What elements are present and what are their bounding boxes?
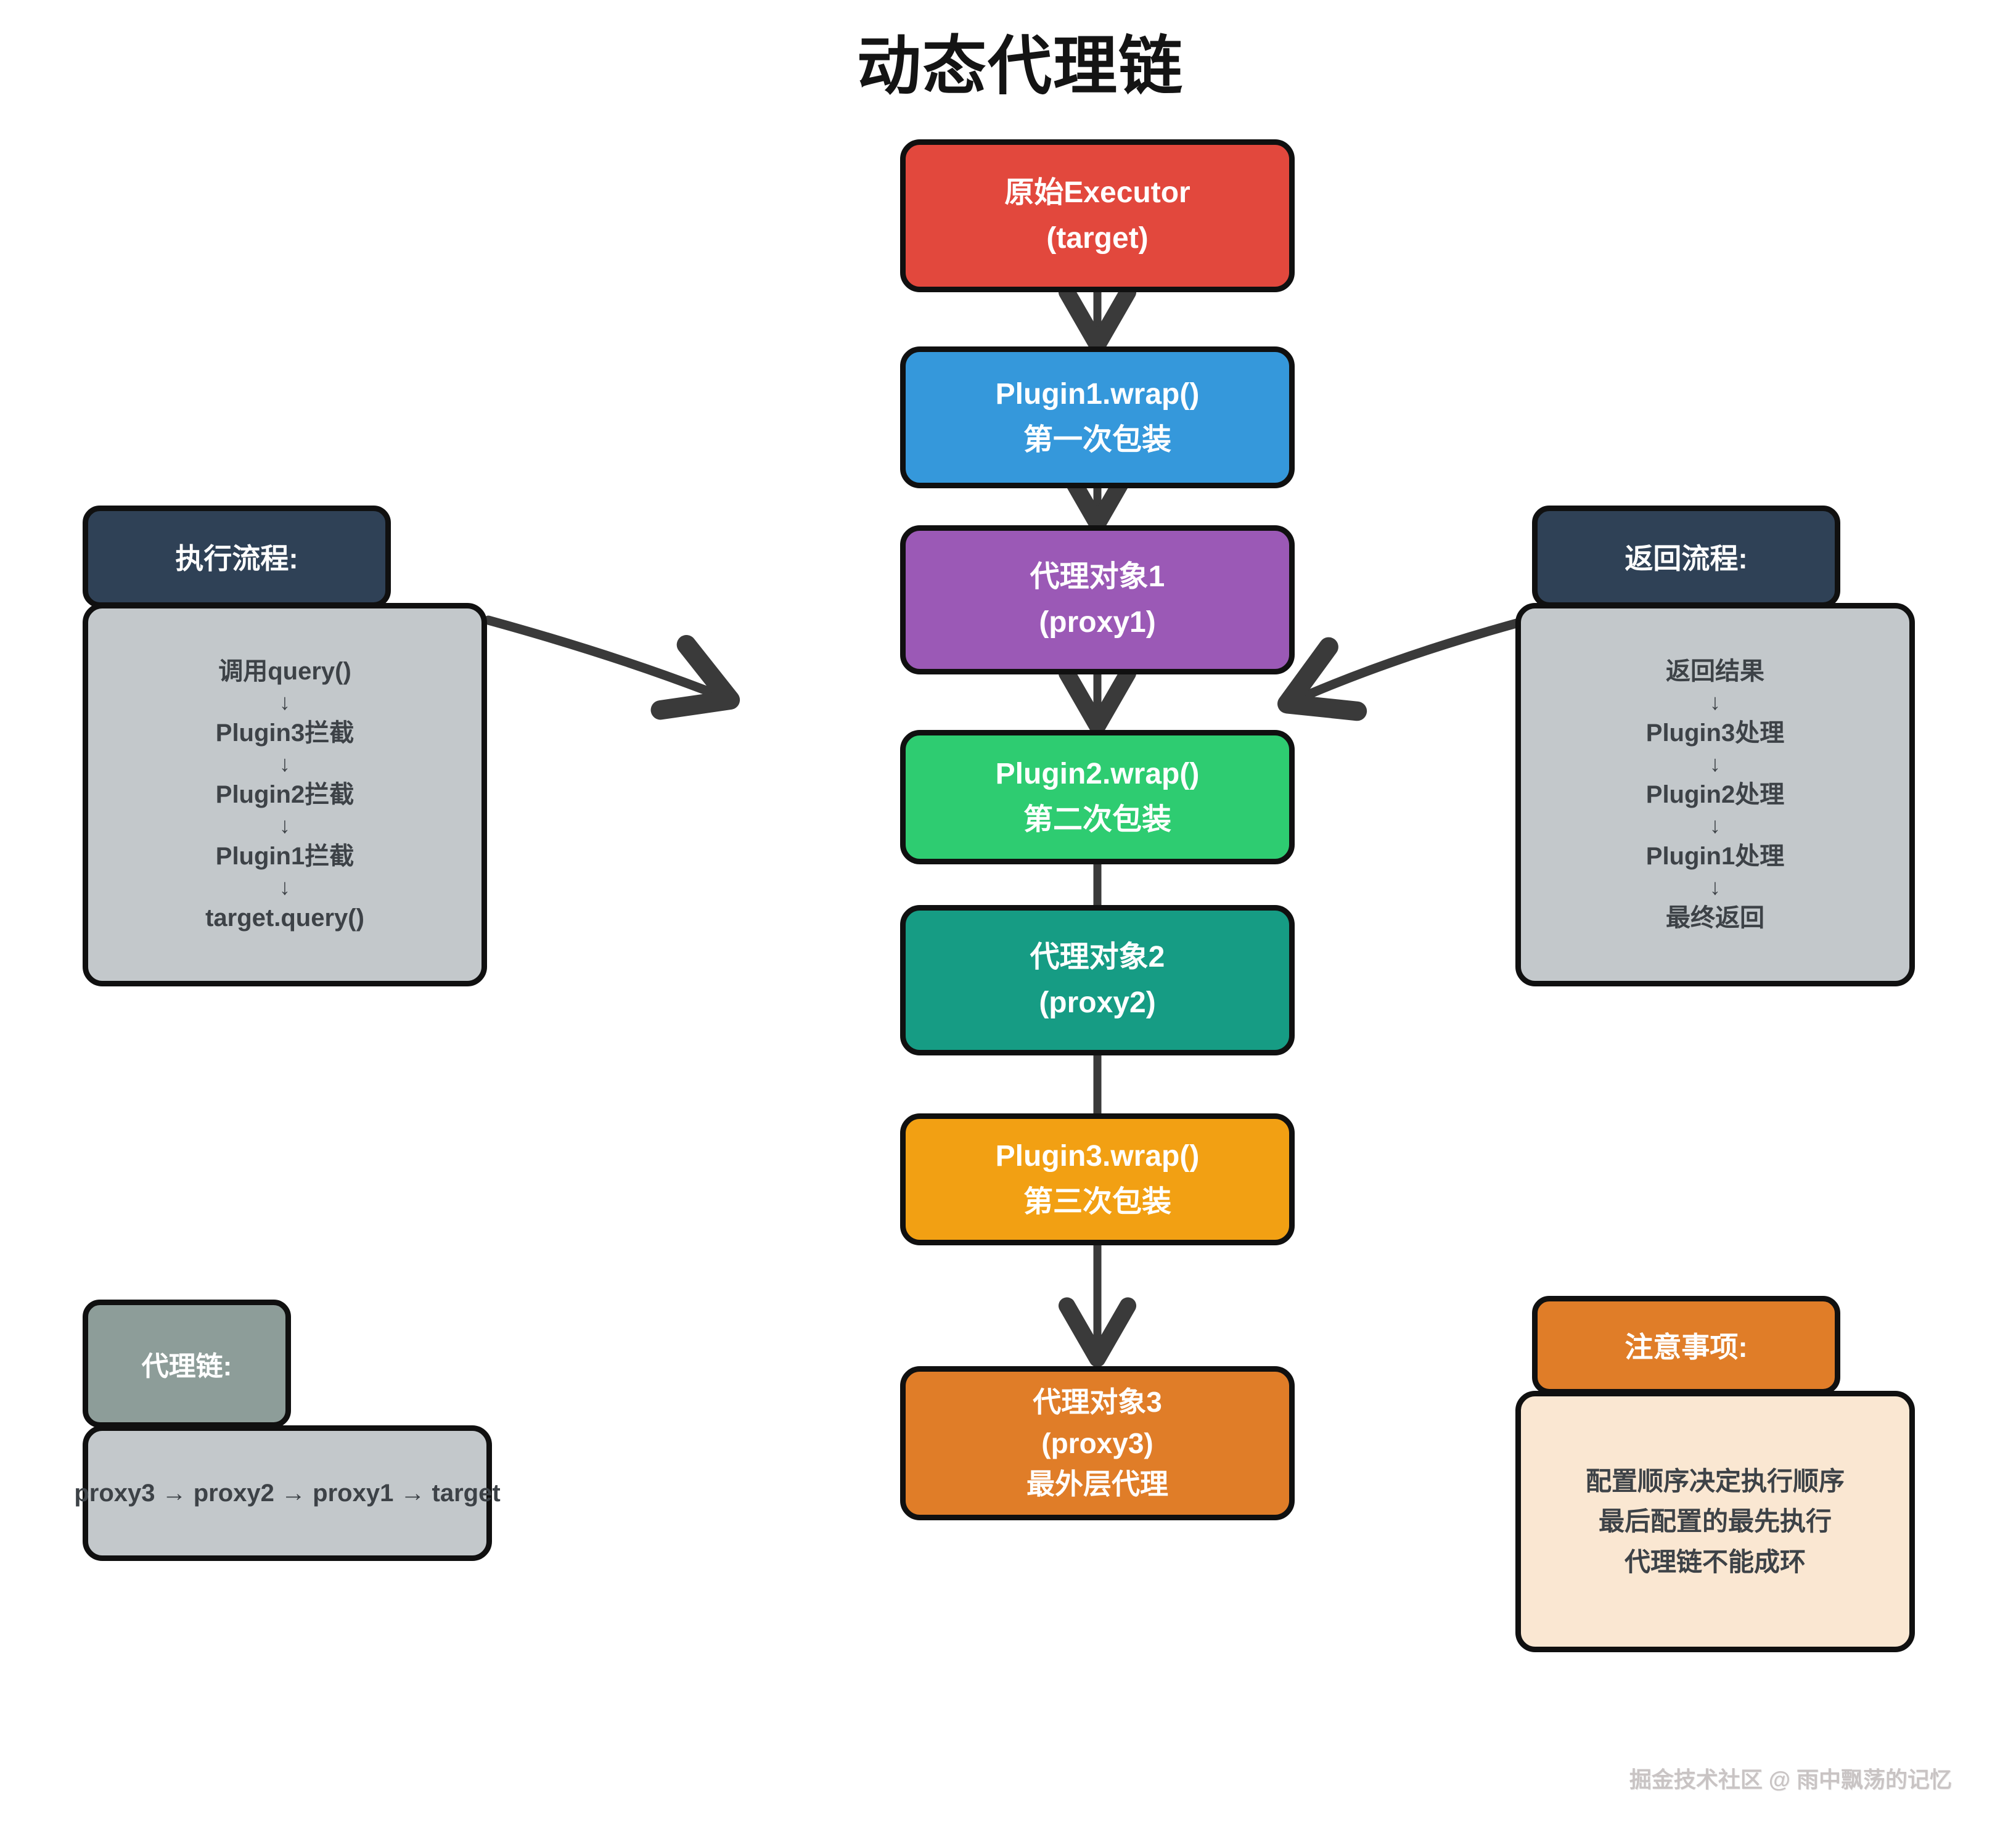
return-step: Plugin2处理 (1645, 781, 1785, 808)
down-arrow-icon: ↓ (279, 874, 290, 899)
return-flow-body: 返回结果 ↓ Plugin3处理 ↓ Plugin2处理 ↓ Plugin1处理… (1515, 603, 1915, 986)
node-line: 代理对象2 (1030, 940, 1165, 973)
down-arrow-icon: ↓ (1710, 751, 1721, 776)
node-line: Plugin1.wrap() (995, 377, 1200, 411)
node-plugin3-wrap: Plugin3.wrap() 第三次包装 (900, 1113, 1295, 1245)
return-flow-header: 返回流程: (1532, 506, 1840, 608)
node-line: 第三次包装 (1023, 1186, 1171, 1218)
proxy-chain-header: 代理链: (83, 1300, 291, 1428)
node-line: Plugin2.wrap() (995, 757, 1200, 790)
return-step: Plugin3处理 (1645, 719, 1785, 747)
proxy-chain-body: proxy3 → proxy2 → proxy1 → target (74, 1425, 501, 1561)
exec-step: Plugin3拦截 (215, 719, 354, 747)
return-step: Plugin1处理 (1645, 843, 1785, 870)
exec-flow-header-label: 执行流程: (175, 543, 298, 575)
down-arrow-icon: ↓ (279, 689, 290, 715)
note-line: 配置顺序决定执行顺序 (1585, 1467, 1845, 1496)
node-line: 第一次包装 (1023, 424, 1171, 456)
return-flow-header-label: 返回流程: (1625, 543, 1748, 575)
return-step: 返回结果 (1666, 658, 1764, 685)
node-line: 代理对象1 (1030, 560, 1165, 593)
node-line: 最外层代理 (1026, 1468, 1168, 1501)
down-arrow-icon: ↓ (1710, 813, 1721, 838)
node-line: (target) (1046, 222, 1149, 255)
watermark: 掘金技术社区 @ 雨中飘荡的记忆 (1629, 1767, 1952, 1792)
node-line: 原始Executor (1004, 176, 1190, 209)
notes-header-label: 注意事项: (1625, 1331, 1748, 1363)
node-line: (proxy2) (1039, 986, 1156, 1019)
node-line: Plugin3.wrap() (995, 1139, 1200, 1173)
exec-step: target.query() (205, 904, 364, 932)
arrow-return-flow-to-chain (1277, 615, 1533, 721)
node-line: (proxy3) (1041, 1427, 1153, 1459)
node-original-executor: 原始Executor (target) (900, 139, 1295, 292)
exec-step: Plugin2拦截 (215, 781, 354, 808)
return-step: 最终返回 (1666, 904, 1764, 932)
proxy-chain-text: proxy3 → proxy2 → proxy1 → target (74, 1479, 501, 1507)
down-arrow-icon: ↓ (279, 813, 290, 838)
node-proxy3: 代理对象3 (proxy3) 最外层代理 (900, 1366, 1295, 1520)
node-line: (proxy1) (1039, 606, 1156, 639)
arrow-exec-flow-to-chain (483, 615, 740, 720)
node-proxy2: 代理对象2 (proxy2) (900, 905, 1295, 1055)
exec-step: 调用query() (218, 658, 351, 685)
note-line: 最后配置的最先执行 (1598, 1507, 1832, 1536)
node-plugin1-wrap: Plugin1.wrap() 第一次包装 (900, 346, 1295, 488)
exec-flow-header: 执行流程: (83, 506, 391, 608)
exec-flow-body: 调用query() ↓ Plugin3拦截 ↓ Plugin2拦截 ↓ Plug… (83, 603, 487, 986)
node-line: 第二次包装 (1023, 803, 1171, 836)
down-arrow-icon: ↓ (279, 751, 290, 776)
exec-step: Plugin1拦截 (215, 843, 354, 870)
notes-header: 注意事项: (1532, 1296, 1840, 1395)
down-arrow-icon: ↓ (1710, 689, 1721, 715)
note-line: 代理链不能成环 (1624, 1547, 1806, 1576)
node-plugin2-wrap: Plugin2.wrap() 第二次包装 (900, 730, 1295, 864)
notes-body: 配置顺序决定执行顺序 最后配置的最先执行 代理链不能成环 (1515, 1391, 1915, 1652)
page-title: 动态代理链 (856, 31, 1184, 102)
node-proxy1: 代理对象1 (proxy1) (900, 525, 1295, 674)
node-line: 代理对象3 (1033, 1385, 1162, 1418)
proxy-chain-header-label: 代理链: (141, 1351, 232, 1382)
down-arrow-icon: ↓ (1710, 874, 1721, 899)
